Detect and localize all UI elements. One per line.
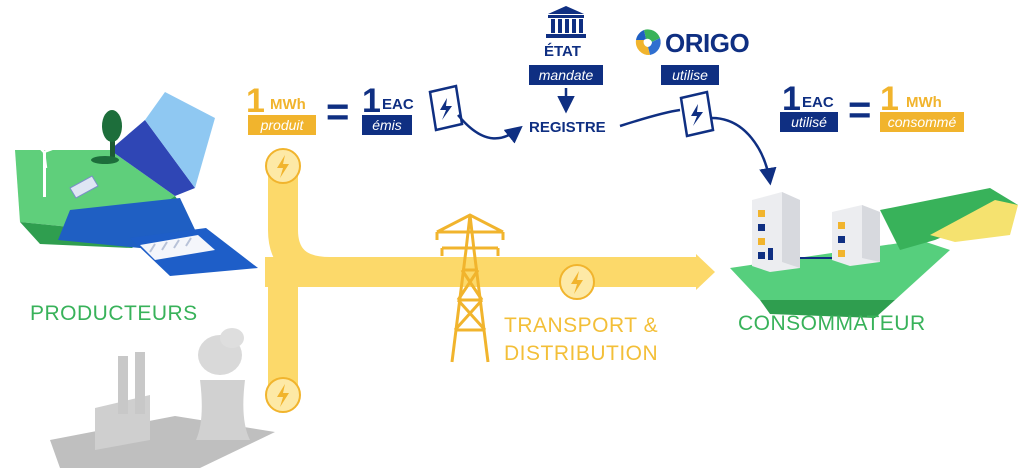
arrow-registry-to-cert: [619, 108, 681, 128]
issued-unit: EAC: [382, 96, 414, 113]
state-label: ÉTAT: [544, 43, 581, 60]
certificate-icon: [428, 84, 464, 132]
arrow-cert-to-registry: [457, 114, 523, 144]
transmission-pylon: [435, 213, 505, 363]
issued-caption: émis: [362, 115, 412, 135]
consumer-island: [730, 188, 1018, 318]
origo-brand: ORIGO: [665, 28, 750, 58]
produced-unit: MWh: [270, 96, 306, 113]
consumed-quantity: 1: [880, 80, 899, 118]
origo-logo-icon: [635, 29, 661, 56]
used-unit: EAC: [802, 94, 834, 111]
lightning-icon: [265, 148, 301, 184]
produced-quantity: 1: [246, 82, 265, 120]
consumed-caption: consommé: [880, 112, 964, 132]
transport-label-line2: DISTRIBUTION: [504, 342, 659, 365]
used-caption: utilisé: [780, 112, 838, 132]
equals-sign: =: [848, 88, 872, 132]
registry-label: REGISTRE: [529, 119, 606, 136]
renewable-producer-island: [15, 92, 258, 276]
state-caption: mandate: [529, 65, 603, 85]
produced-caption: produit: [248, 115, 316, 135]
certificate-icon: [679, 90, 715, 138]
consumer-label: CONSOMMATEUR: [738, 312, 926, 335]
consumed-unit: MWh: [906, 94, 942, 111]
producers-label: PRODUCTEURS: [30, 302, 198, 325]
lightning-icon: [265, 377, 301, 413]
equals-sign: =: [326, 90, 350, 134]
conventional-plant: [50, 328, 275, 468]
arrow-cert-to-consumer: [711, 116, 777, 186]
origo-caption: utilise: [661, 65, 719, 85]
used-quantity: 1: [782, 80, 801, 118]
lightning-icon: [559, 264, 595, 300]
issued-quantity: 1: [362, 82, 381, 120]
bank-icon: [546, 6, 586, 38]
transport-label-line1: TRANSPORT &: [504, 314, 659, 337]
